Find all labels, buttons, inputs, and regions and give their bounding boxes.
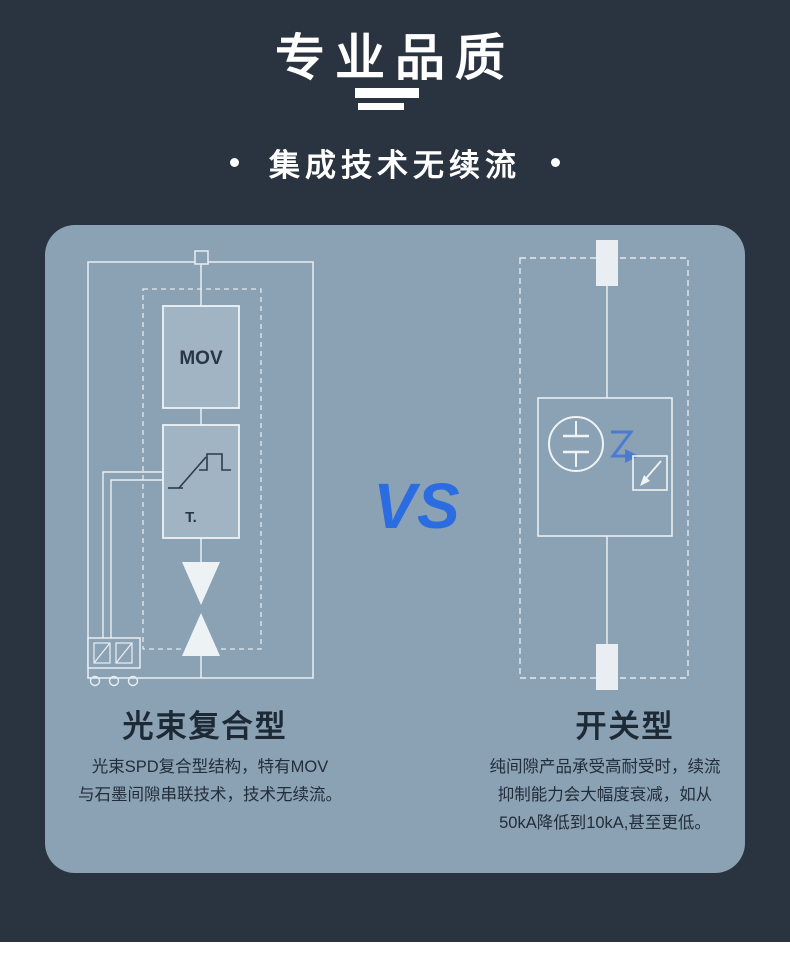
spark-gap-icon xyxy=(182,562,220,656)
gap-electrode-icon xyxy=(548,416,604,472)
top-terminal-icon xyxy=(596,240,618,286)
left-type-title: 光束复合型 xyxy=(122,709,288,744)
title-underline-bottom-bar xyxy=(358,103,404,110)
title-underline xyxy=(0,88,790,110)
switch-module-box xyxy=(537,397,673,537)
circuit-frame xyxy=(87,250,314,679)
bottom-terminal-icon xyxy=(596,644,618,690)
trigger-box: T. xyxy=(162,424,240,539)
trigger-switch-icon xyxy=(168,453,231,489)
switch-spd-circuit-diagram xyxy=(519,240,689,690)
mov-box: MOV xyxy=(162,305,240,409)
right-type-title: 开关型 xyxy=(575,709,675,744)
subtitle-row: 集成技术无续流 xyxy=(0,140,790,185)
graphite-gap-icon xyxy=(87,637,141,669)
right-type-description: 纯间隙产品承受高耐受时，续流 抑制能力会大幅度衰减，如从 50kA降低到10kA… xyxy=(475,753,735,837)
module-dashed-frame xyxy=(142,288,262,650)
left-description-line-2: 与石墨间隙串联技术，技术无续流。 xyxy=(78,786,342,804)
top-node-icon xyxy=(194,250,209,265)
title-underline-top-bar xyxy=(355,88,419,98)
right-description-line-1: 纯间隙产品承受高耐受时，续流 xyxy=(489,758,721,776)
right-description-line-3: 50kA降低到10kA,甚至更低。 xyxy=(499,814,711,832)
bottom-white-strip xyxy=(0,942,790,956)
bullet-dot-right-icon xyxy=(551,158,560,167)
mov-label: MOV xyxy=(179,348,223,369)
discharge-arrow-icon xyxy=(610,430,639,463)
ground-terminals-icon xyxy=(89,675,139,687)
right-description-line-2: 抑制能力会大幅度衰减，如从 xyxy=(497,786,713,804)
lightning-box-icon xyxy=(632,455,668,491)
page-title: 专业品质 xyxy=(275,30,515,86)
left-description-line-1: 光束SPD复合型结构，特有MOV xyxy=(91,758,329,776)
switch-dashed-frame xyxy=(519,257,689,679)
composite-spd-circuit-diagram: MOV T. xyxy=(87,250,314,687)
comparison-panel: MOV T. VS xyxy=(45,225,745,873)
subtitle-text: 集成技术无续流 xyxy=(269,148,521,183)
vs-label: VS xyxy=(373,470,461,542)
left-type-description: 光束SPD复合型结构，特有MOV 与石墨间隙串联技术，技术无续流。 xyxy=(65,753,355,809)
trigger-label: T. xyxy=(185,509,197,526)
bullet-dot-left-icon xyxy=(230,158,239,167)
